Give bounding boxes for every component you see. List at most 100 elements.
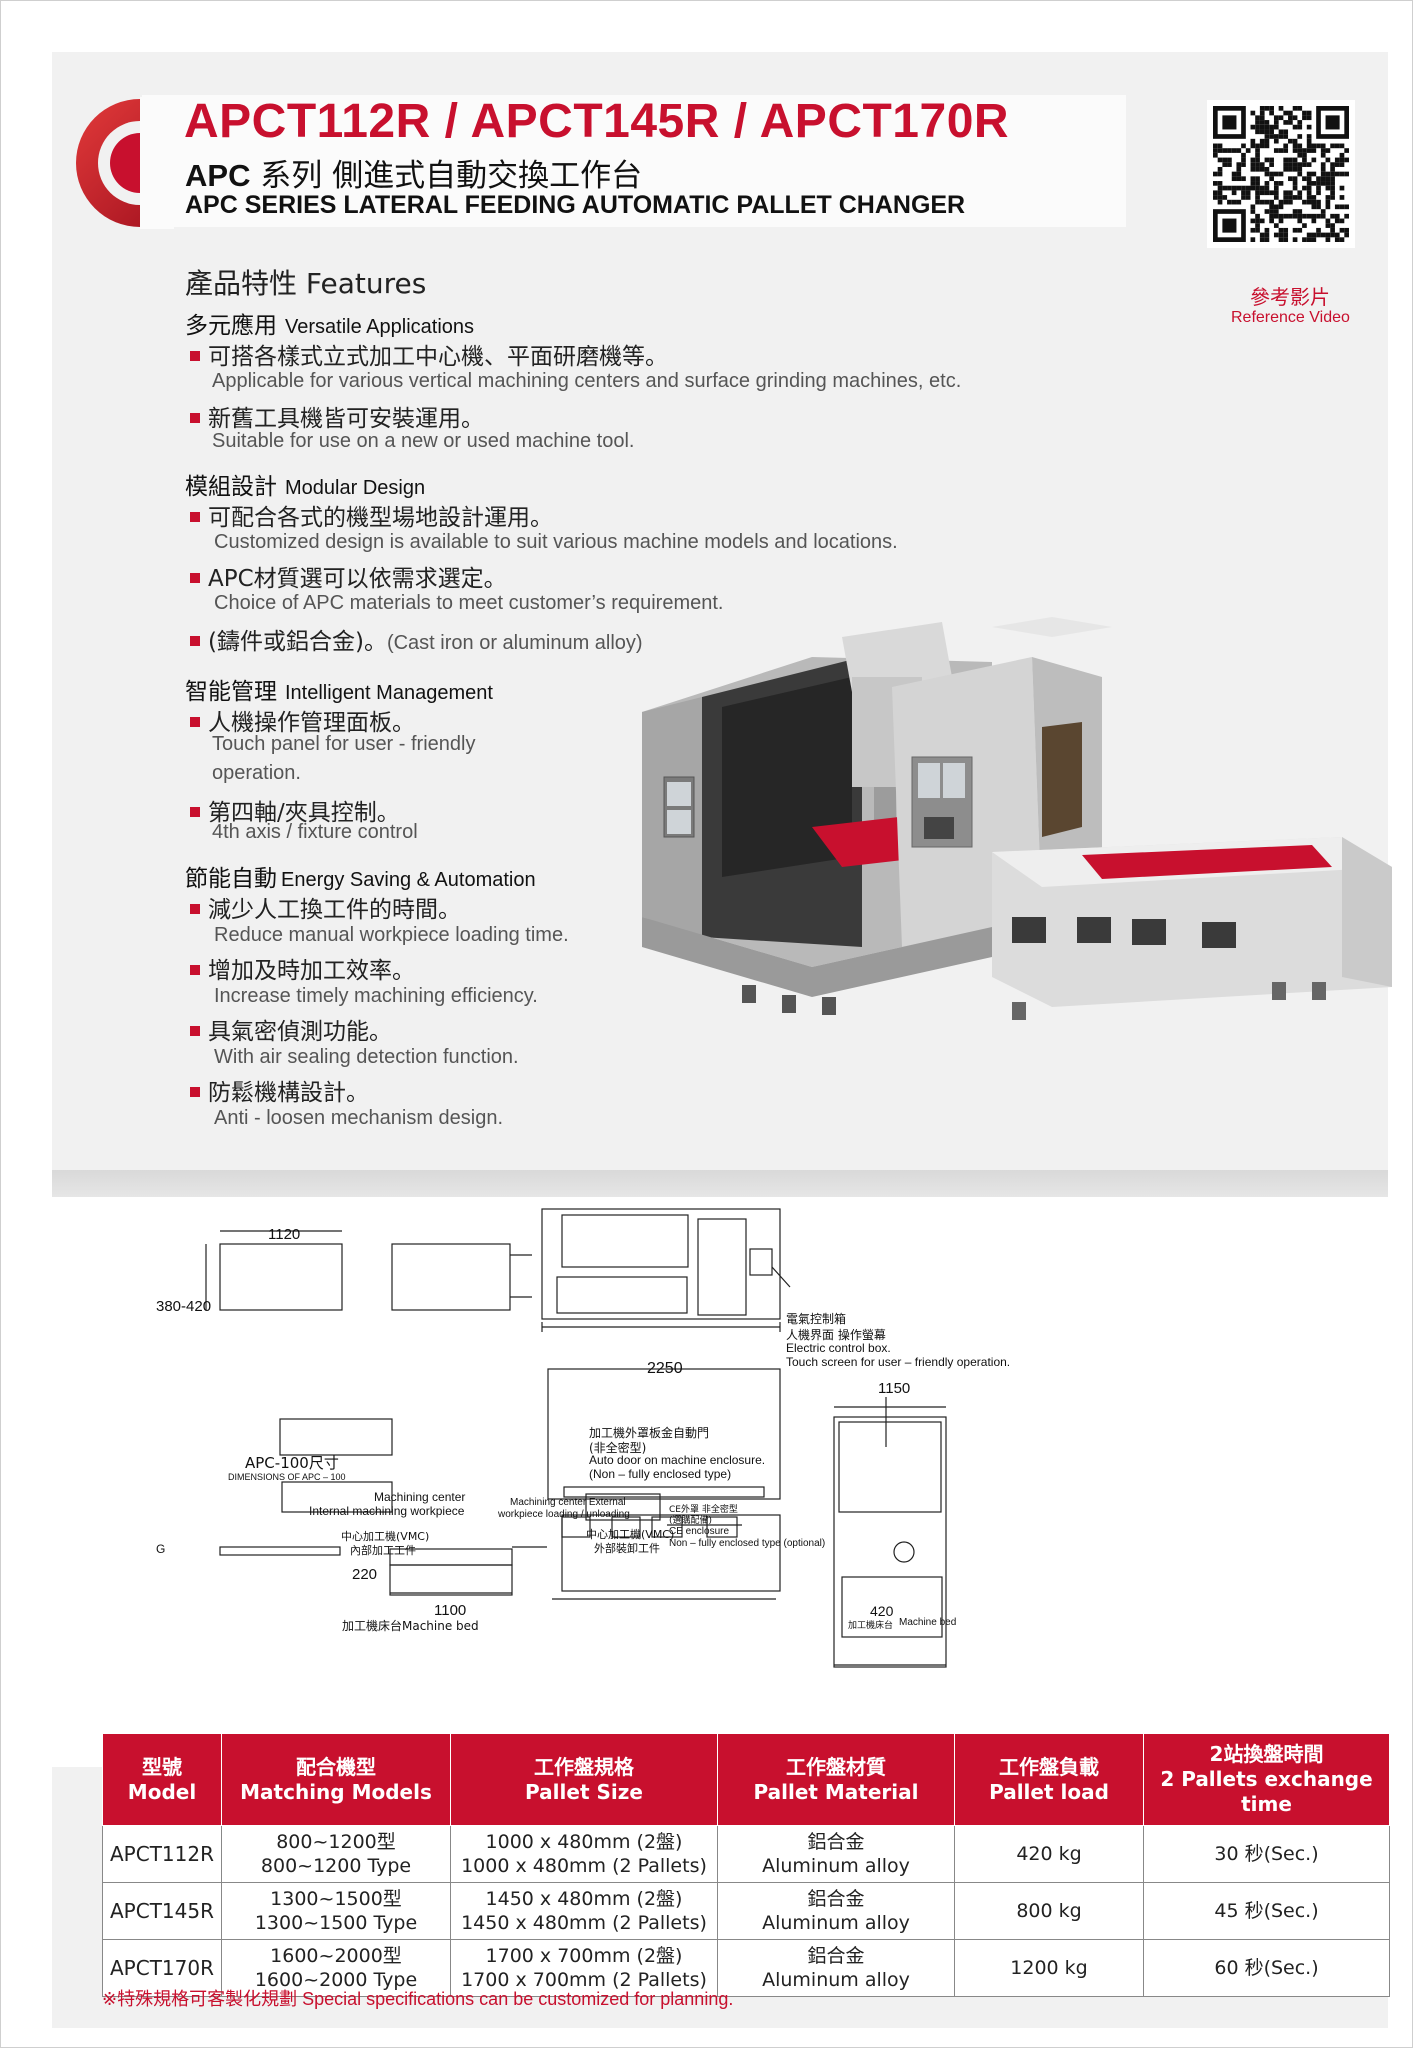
vmc-internal-cn2: 內部加工工件 xyxy=(350,1544,416,1557)
bullet-en: Applicable for various vertical machinin… xyxy=(212,370,962,392)
auto-door-en1: Auto door on machine enclosure. xyxy=(589,1453,766,1467)
page-title: APCT112R / APCT145R / APCT170R xyxy=(184,95,1010,148)
qr-code[interactable] xyxy=(1207,100,1355,248)
auto-door-cn1: 加工機外罩板金自動門 xyxy=(589,1426,710,1440)
cell-model: APCT112R xyxy=(102,1825,222,1883)
mc-external-en2: workpiece loading / unloading xyxy=(498,1509,630,1520)
electric-box-cn: 電氣控制箱 xyxy=(786,1312,847,1326)
bullet-item: 增加及時加工效率。 xyxy=(190,951,415,985)
mc-external-en1: Machining center External xyxy=(510,1497,626,1508)
dim-1150: 1150 xyxy=(878,1380,911,1397)
ce-en2: Non – fully enclosed type (optional) xyxy=(669,1538,826,1549)
bullet-item: (鑄件或鋁合金)。(Cast iron or aluminum alloy) xyxy=(190,622,643,656)
bullet-item: 具氣密偵測功能。 xyxy=(190,1012,392,1046)
bullet-en: Touch panel for user - friendly xyxy=(212,733,476,755)
cell-time: 45 秒(Sec.) xyxy=(1143,1882,1390,1940)
cell-size: 1000 x 480mm (2盤)1000 x 480mm (2 Pallets… xyxy=(450,1825,718,1883)
cell-model: APCT145R xyxy=(102,1882,222,1940)
bullet-en: Choice of APC materials to meet customer… xyxy=(214,592,724,614)
qr-label-en: Reference Video xyxy=(1231,309,1350,326)
label-g: G xyxy=(156,1542,166,1556)
cell-size: 1450 x 480mm (2盤)1450 x 480mm (2 Pallets… xyxy=(450,1882,718,1940)
brochure-page: APCT112R / APCT145R / APCT170R APC 系列 側進… xyxy=(52,52,1392,2028)
cell-load: 1200 kg xyxy=(954,1939,1144,1997)
qr-code-image xyxy=(1213,106,1349,242)
apc-dims-en: DIMENSIONS OF APC – 100 xyxy=(228,1472,346,1482)
bullet-en-cont: operation. xyxy=(212,762,301,784)
bullet-en: Suitable for use on a new or used machin… xyxy=(212,430,635,452)
ce-en1: CE enclosure xyxy=(669,1526,730,1537)
mc-internal-en2: Internal machining workpiece xyxy=(309,1504,465,1518)
vmc-external-cn2: 外部裝卸工件 xyxy=(594,1542,660,1555)
bullet-item: APC材質選可以依需求選定。 xyxy=(190,559,507,593)
dim-420: 420 xyxy=(870,1603,894,1619)
dim-2250: 2250 xyxy=(647,1360,683,1377)
dim-1120: 1120 xyxy=(268,1226,301,1243)
cell-model: APCT170R xyxy=(102,1939,222,1997)
machine-bed-en-small: Machine bed xyxy=(899,1617,957,1628)
cell-size: 1700 x 700mm (2盤)1700 x 700mm (2 Pallets… xyxy=(450,1939,718,1997)
mc-internal-en1: Machining center xyxy=(374,1490,466,1504)
bullet-item: 防鬆機構設計。 xyxy=(190,1073,369,1107)
auto-door-cn2: (非全密型) xyxy=(589,1441,647,1455)
bullet-item: 可配合各式的機型場地設計運用。 xyxy=(190,498,553,532)
pallet-changer-machine-image xyxy=(642,617,1392,1020)
cell-time: 30 秒(Sec.) xyxy=(1143,1825,1390,1883)
machine-bed-cn-small: 加工機床台 xyxy=(848,1621,894,1631)
bullet-en: Increase timely machining efficiency. xyxy=(214,985,538,1007)
drawing-panel xyxy=(52,1197,1388,1767)
dim-1100: 1100 xyxy=(434,1602,467,1619)
ce-cn2: (選購配備) xyxy=(669,1516,713,1526)
electric-box-en: Electric control box. xyxy=(786,1341,891,1355)
ce-cn1: CE外罩 非全密型 xyxy=(669,1505,738,1515)
bullet-en: Anti - loosen mechanism design. xyxy=(214,1107,504,1129)
apc-dims-cn: APC-100尺寸 xyxy=(245,1454,339,1472)
vmc-internal-cn1: 中心加工機(VMC) xyxy=(341,1530,430,1543)
bullet-item: 可搭各樣式立式加工中心機、平面研磨機等。 xyxy=(190,337,668,371)
bullet-en: With air sealing detection function. xyxy=(214,1046,519,1068)
subtitle-cn: APC 系列 側進式自動交換工作台 xyxy=(185,158,643,194)
bullet-en: Customized design is available to suit v… xyxy=(214,531,898,553)
subtitle-en: APC SERIES LATERAL FEEDING AUTOMATIC PAL… xyxy=(185,191,966,219)
bullet-en: 4th axis / fixture control xyxy=(212,821,418,843)
bullet-item: 第四軸/夾具控制。 xyxy=(190,793,400,827)
hmi-en: Touch screen for user – friendly operati… xyxy=(786,1355,1011,1369)
technical-drawing xyxy=(205,1208,947,1668)
hmi-cn: 人機界面 操作螢幕 xyxy=(786,1328,886,1342)
dim-220: 220 xyxy=(352,1566,378,1583)
cell-load: 420 kg xyxy=(954,1825,1144,1883)
vmc-external-cn1: 中心加工機(VMC) xyxy=(586,1528,675,1541)
bullet-en: Reduce manual workpiece loading time. xyxy=(214,924,569,946)
cell-time: 60 秒(Sec.) xyxy=(1143,1939,1390,1997)
dim-380-420: 380-420 xyxy=(156,1298,212,1315)
footnote: ※特殊規格可客製化規劃 Special specifications can b… xyxy=(102,1989,734,2010)
bullet-item: 減少人工換工件的時間。 xyxy=(190,890,461,924)
bullet-item: 新舊工具機皆可安裝運用。 xyxy=(190,399,484,433)
auto-door-en2: (Non – fully enclosed type) xyxy=(589,1467,732,1481)
cell-load: 800 kg xyxy=(954,1882,1144,1940)
bullet-item: 人機操作管理面板。 xyxy=(190,703,415,737)
machine-bed-label: 加工機床台Machine bed xyxy=(342,1619,479,1633)
qr-label-cn: 參考影片 xyxy=(1250,285,1330,309)
